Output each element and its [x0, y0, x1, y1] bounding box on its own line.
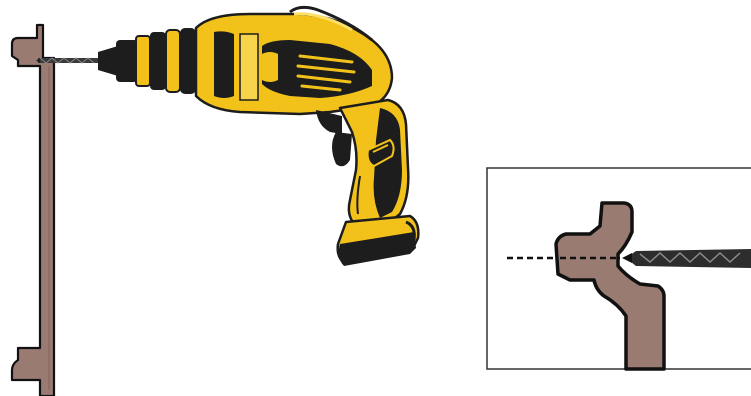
drill-bit-detail: [622, 249, 751, 268]
profile-board: [10, 23, 56, 396]
drill-icon: [36, 5, 420, 266]
drill-bit-icon: [36, 57, 100, 64]
vertical-profile: [10, 23, 56, 396]
wood-profile-icon: [554, 201, 666, 371]
detail-inset: [486, 167, 751, 371]
